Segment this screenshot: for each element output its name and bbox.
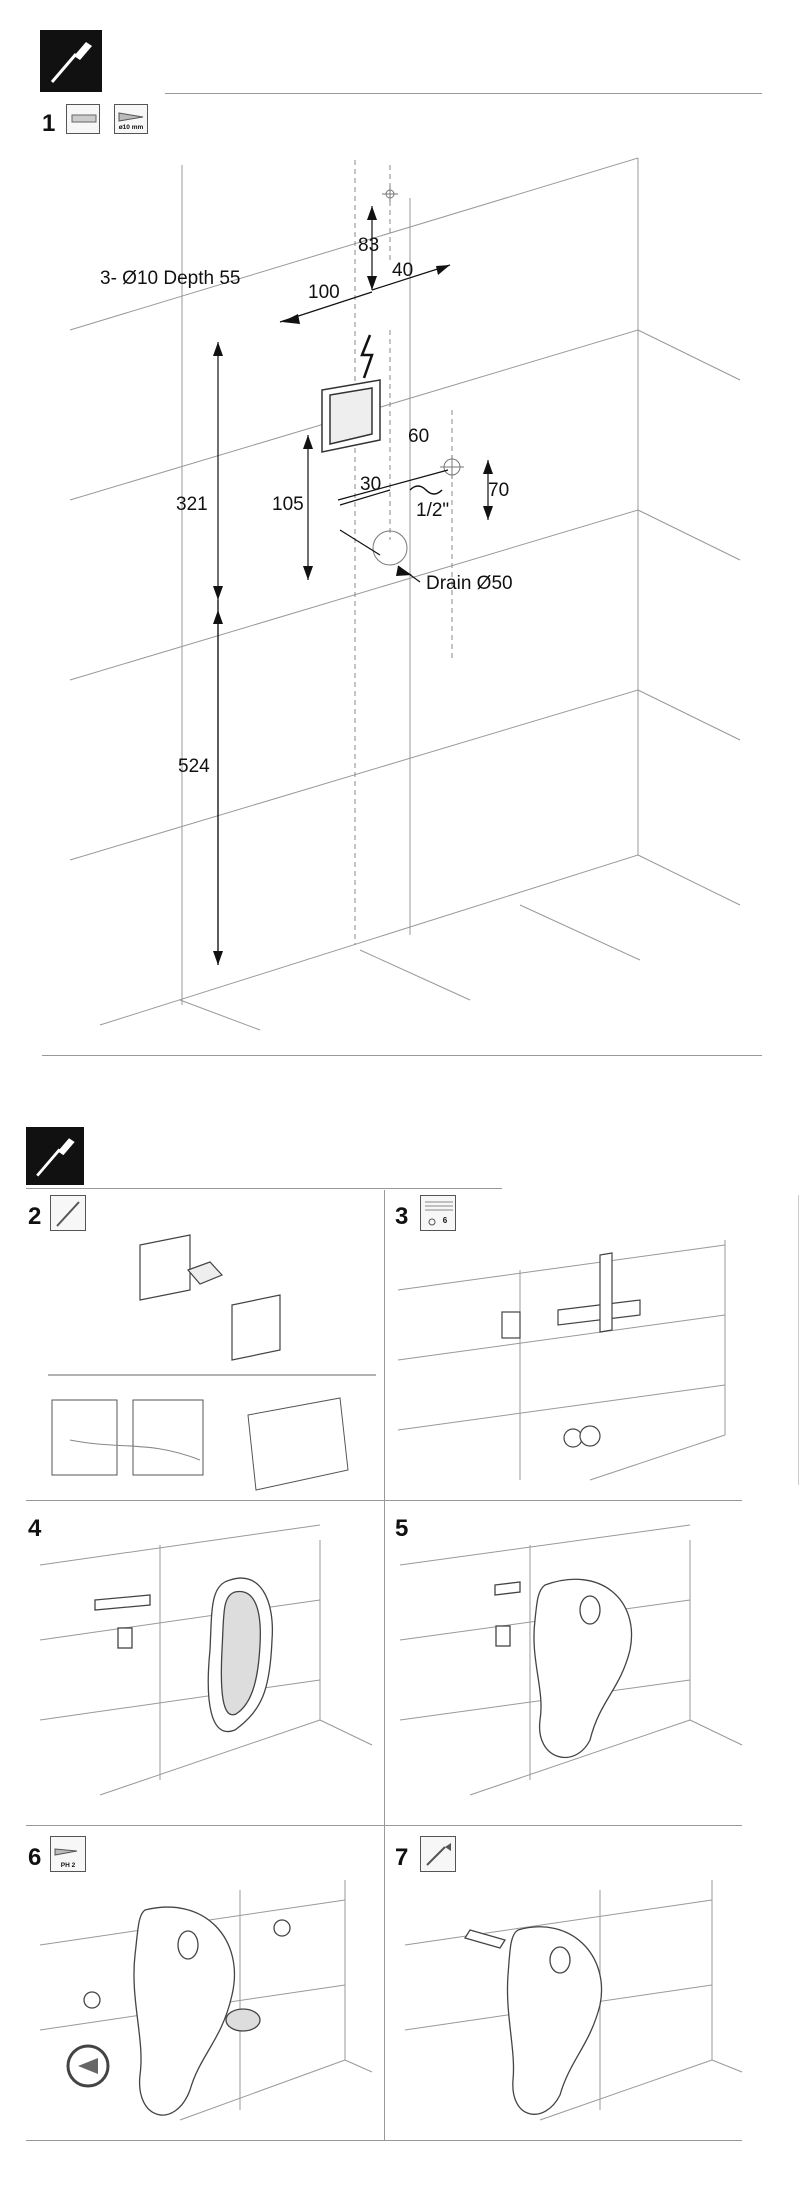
drill-bit-icon: ø10 mm xyxy=(114,104,148,134)
step-number-6: 6 xyxy=(28,1844,42,1871)
tools-header-icon xyxy=(26,1127,84,1185)
dim-105-label: 105 xyxy=(272,494,304,515)
wrench-icon xyxy=(420,1836,456,1872)
dim-pipe-label: 1/2" xyxy=(416,500,450,521)
screwdriver-bit-label: PH 2 xyxy=(60,1862,76,1869)
grid-divider xyxy=(26,1500,742,1501)
dim-83-label: 83 xyxy=(358,235,380,256)
installation-dimension-drawing xyxy=(69,157,741,1031)
level-tool-icon xyxy=(66,104,100,134)
step-3-illustration xyxy=(397,1240,726,1481)
dim-holes-label: 3- Ø10 Depth 55 xyxy=(100,268,241,289)
step-number-5: 5 xyxy=(395,1515,409,1542)
dim-100-label: 100 xyxy=(308,282,340,303)
dim-524-label: 524 xyxy=(178,756,210,777)
step-number-4: 4 xyxy=(28,1515,42,1542)
tools-header-icon xyxy=(40,30,102,92)
section-divider xyxy=(165,93,762,94)
step-number-2: 2 xyxy=(28,1203,42,1230)
dim-30-label: 30 xyxy=(360,474,382,495)
dim-70-label: 70 xyxy=(488,480,510,501)
drill-bit-label: ø10 mm xyxy=(118,124,144,131)
step-2-illustration xyxy=(48,1234,376,1491)
dim-40-label: 40 xyxy=(392,260,414,281)
step-4-illustration xyxy=(39,1524,373,1796)
grid-divider xyxy=(798,1195,799,1485)
grid-divider xyxy=(26,1825,742,1826)
section-divider xyxy=(42,1055,762,1056)
screwdriver-icon xyxy=(50,1195,86,1231)
grid-divider xyxy=(26,2140,742,2141)
dim-60-label: 60 xyxy=(408,426,430,447)
electric-icon xyxy=(360,334,374,379)
section-divider xyxy=(26,1188,502,1189)
grid-divider xyxy=(384,1190,385,2140)
step-number-3: 3 xyxy=(395,1203,409,1230)
step-number-1: 1 xyxy=(42,110,56,137)
dim-321-label: 321 xyxy=(176,494,208,515)
dim-drain-label: Drain Ø50 xyxy=(426,573,513,594)
step-6-illustration xyxy=(39,1880,373,2121)
step-5-illustration xyxy=(399,1524,743,1796)
screw-count-label: 6 xyxy=(442,1216,448,1225)
screwdriver-bit-icon: PH 2 xyxy=(50,1836,86,1872)
step-number-7: 7 xyxy=(395,1844,409,1871)
step-7-illustration xyxy=(404,1880,743,2121)
screw-pack-icon: 6 xyxy=(420,1195,456,1231)
